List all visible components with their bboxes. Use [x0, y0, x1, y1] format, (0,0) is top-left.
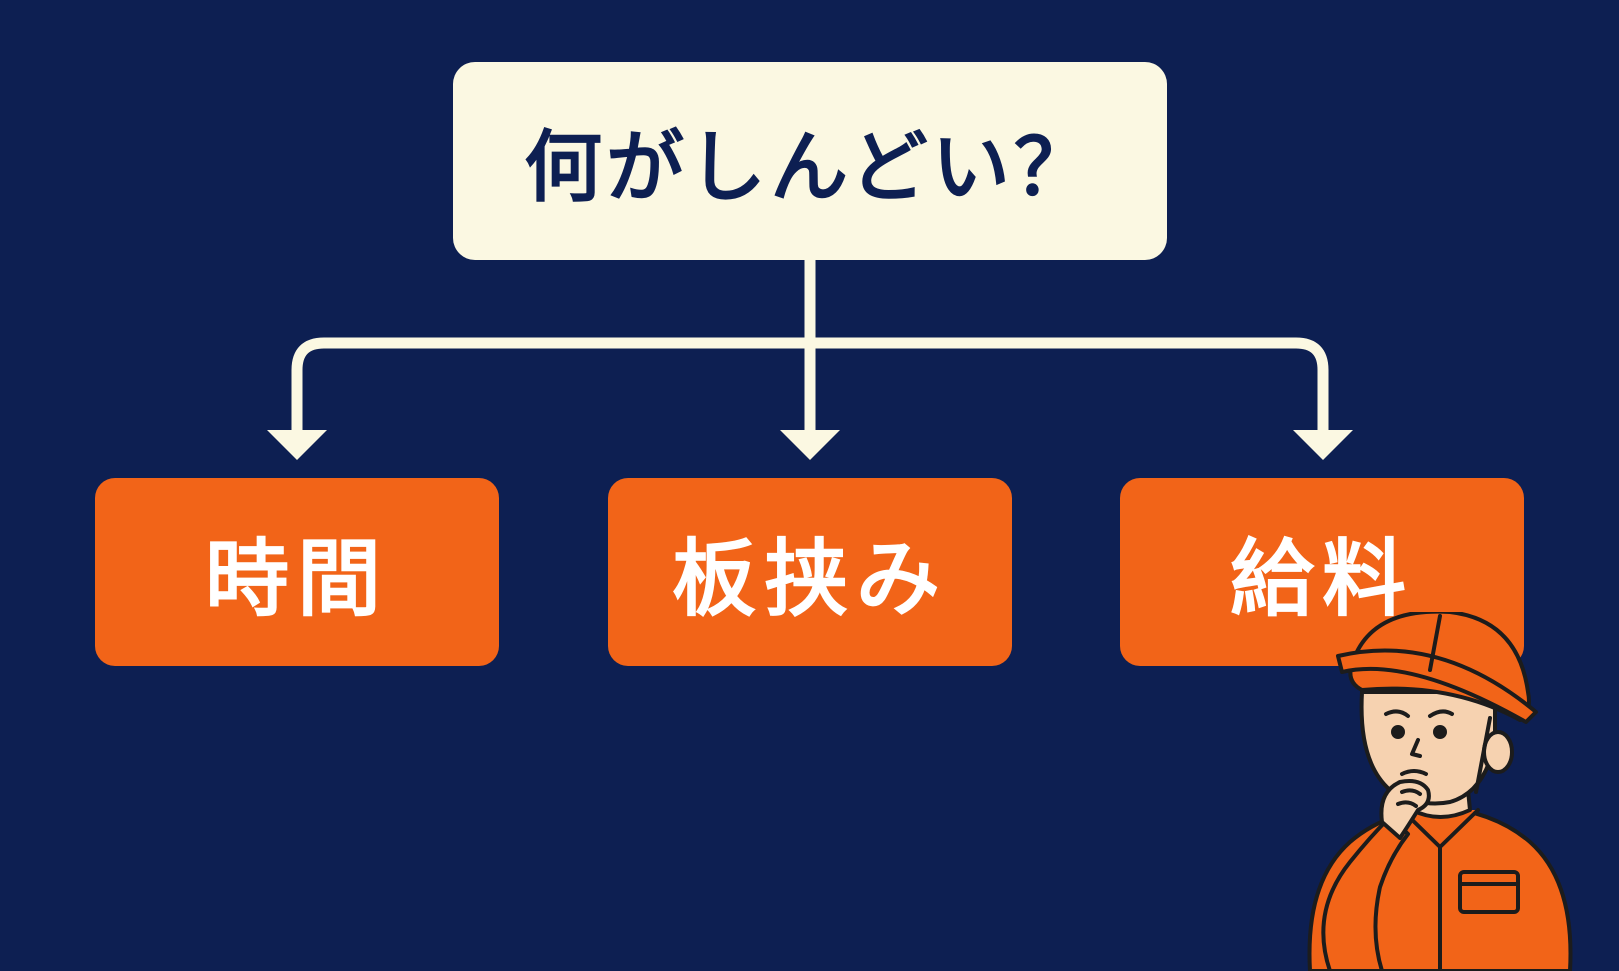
child-node-3-label: 給料 — [1229, 529, 1414, 628]
root-node-label: 何がしんどい？ — [524, 123, 1096, 213]
child-node-1: 時間 — [95, 478, 499, 666]
child-node-1-label: 時間 — [204, 529, 389, 628]
worker-icon — [1307, 612, 1573, 971]
arrowhead-2 — [780, 430, 840, 460]
child-node-2-label: 板挟み — [671, 529, 948, 628]
arrowhead-1 — [267, 430, 327, 460]
root-node: 何がしんどい？ — [453, 62, 1167, 260]
child-node-2: 板挟み — [608, 478, 1012, 666]
arrowhead-3 — [1293, 430, 1353, 460]
